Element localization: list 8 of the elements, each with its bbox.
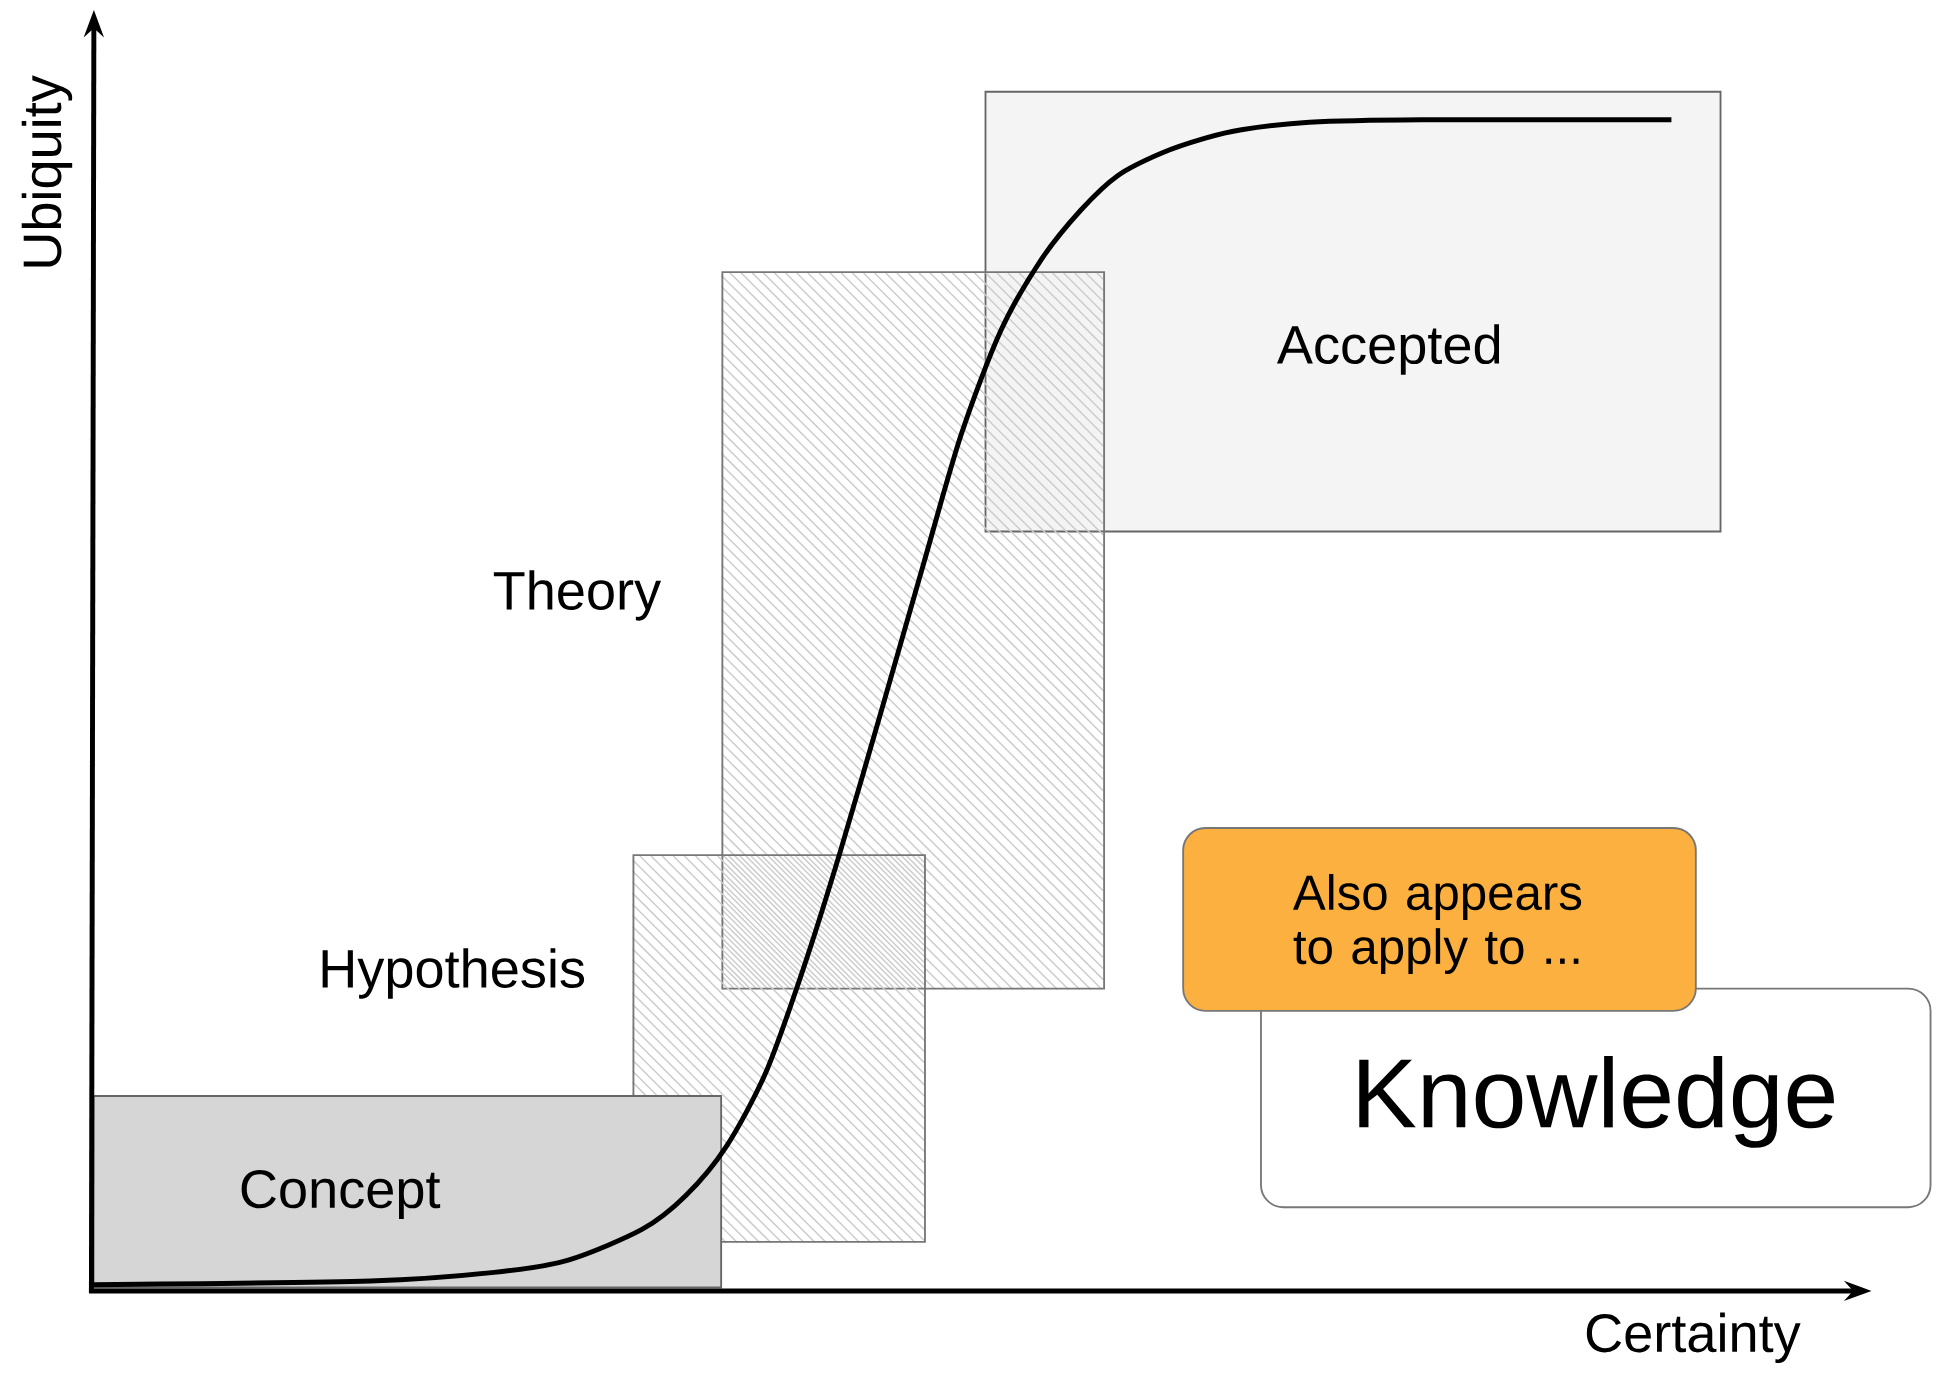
- knowledge-box: Knowledge: [1260, 987, 1932, 1208]
- node-label: Theory: [493, 569, 662, 621]
- axis-title: Certainty: [1586, 1312, 1801, 1363]
- callout-box: Also appears to apply to ...: [1182, 826, 1697, 1012]
- concept-box: Concept: [92, 1094, 723, 1289]
- axis-title: Ubiquity: [21, 75, 73, 267]
- node-label: Hypothesis: [322, 948, 585, 999]
- accepted-box: Accepted: [984, 90, 1722, 533]
